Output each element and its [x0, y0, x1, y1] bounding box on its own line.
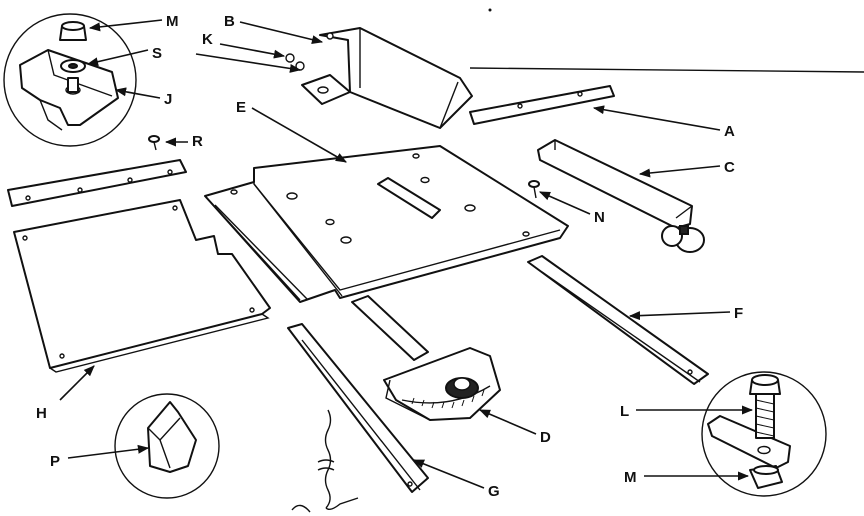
left-rail-part [7, 135, 187, 207]
label-j: J [164, 91, 172, 108]
screw-part [528, 180, 540, 199]
detail-circle-clip [114, 393, 220, 499]
arm-part [537, 139, 705, 253]
extension-plate-part [13, 199, 271, 373]
detail-circle-bracket [3, 13, 137, 147]
label-a: A [724, 123, 735, 140]
label-f: F [734, 305, 743, 322]
label-p: P [50, 453, 60, 470]
table-top-part [204, 145, 569, 303]
miter-gauge-part [351, 295, 501, 421]
label-m-top: M [166, 13, 179, 30]
label-r: R [192, 133, 203, 150]
label-h: H [36, 405, 47, 422]
label-g: G [488, 483, 500, 500]
detail-circle-bolt [701, 371, 827, 497]
lower-rail-part [527, 255, 709, 385]
label-l: L [620, 403, 629, 420]
label-d: D [540, 429, 551, 446]
reference-line [469, 67, 864, 73]
blade-guard-part [285, 27, 473, 129]
label-s: S [152, 45, 162, 62]
stray-dot [488, 8, 492, 12]
label-e: E [236, 99, 246, 116]
label-m-bottom: M [624, 469, 637, 486]
label-k: K [202, 31, 213, 48]
rail-part [469, 85, 615, 125]
label-n: N [594, 209, 605, 226]
support-bar-part [287, 323, 429, 513]
label-b: B [224, 13, 235, 30]
leader-lines [59, 19, 754, 489]
label-c: C [724, 159, 735, 176]
